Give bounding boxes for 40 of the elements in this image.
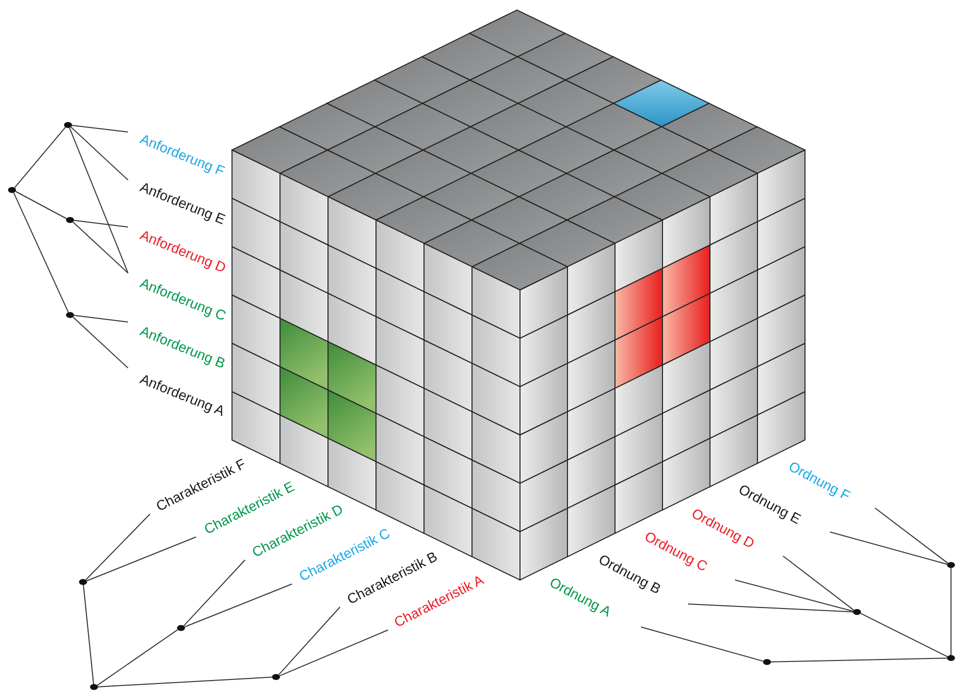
tree-line [782,556,854,611]
junction-dot [66,312,74,318]
tree-line [98,676,272,688]
tree-line [86,536,196,582]
tree-line [183,560,246,626]
tree-line [860,612,948,658]
junction-dot [947,655,955,661]
tree-line [70,126,128,180]
tree-line [734,580,854,612]
junction-dot [64,122,72,128]
tree-line [15,190,67,220]
junction-dot [947,562,955,568]
tree-line [73,314,128,322]
tree-line [950,568,952,656]
tree-line [82,584,94,685]
tree-line [85,514,150,580]
tree-line [13,192,69,313]
junction-dot [853,609,861,615]
tree-line [14,126,66,188]
tree-line [688,604,854,612]
tree-line [69,127,128,274]
tree-line [96,629,178,686]
tree-line [184,584,292,628]
tree-line [278,606,340,676]
junction-dot [763,659,771,665]
junction-dot [79,579,87,585]
tree-line [279,630,388,676]
tree-line [73,220,128,228]
junction-dot [177,625,185,631]
tree-line [72,316,128,368]
junction-dot [66,217,74,223]
tree-line [830,532,948,565]
tree-line [71,124,128,132]
tree-line [640,626,764,662]
tree-line [770,658,948,662]
junction-dot [272,674,280,680]
tree-line [874,508,948,564]
junction-dot [90,684,98,690]
junction-dot [8,187,16,193]
tree-line [72,222,128,274]
